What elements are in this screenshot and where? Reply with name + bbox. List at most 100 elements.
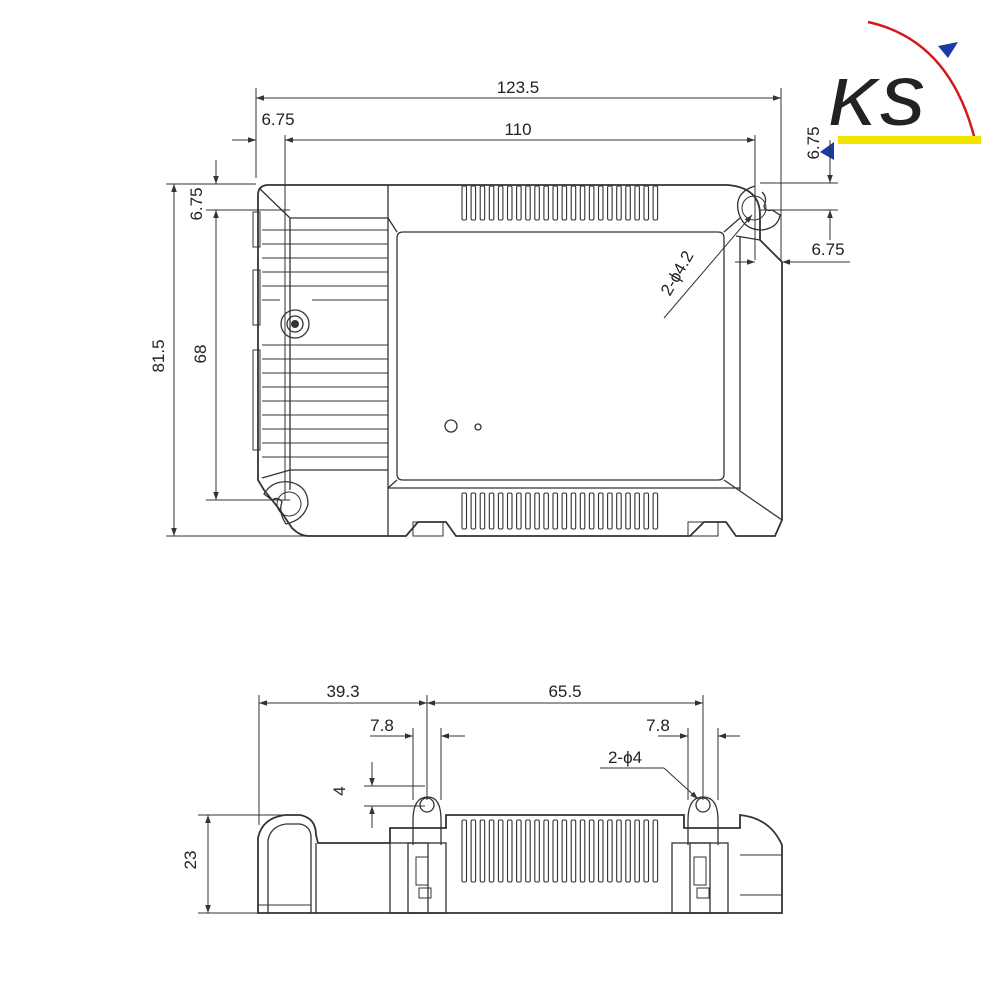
- dim-label-mount-spacing: 65.5: [548, 682, 581, 701]
- vent-fin: [643, 185, 650, 221]
- dim-label-left-mount-width: 7.8: [370, 716, 394, 735]
- vent-fin: [516, 492, 522, 530]
- dim-label-hole-spacing-width: 110: [504, 120, 531, 139]
- vent-fin: [516, 185, 522, 221]
- vent-fin: [588, 492, 595, 530]
- top-view: 123.5 110 6.75 6.75 6.75 2-ϕ4.2 81.5 68 …: [149, 78, 850, 537]
- vent-fin: [488, 185, 495, 221]
- vent-fin: [597, 492, 604, 530]
- top-fins: [461, 185, 659, 221]
- vent-fin: [652, 819, 659, 883]
- vent-fin: [461, 185, 468, 221]
- vent-fin: [470, 819, 477, 883]
- adjust-pot: [280, 309, 310, 339]
- vent-fin: [570, 492, 577, 530]
- vent-fin: [616, 492, 622, 530]
- dim-label-side-hole-callout: 2-ϕ4: [608, 748, 642, 767]
- vent-fin: [643, 492, 650, 530]
- left-cap-ribs: [252, 211, 388, 458]
- dim-label-left-offset: 6.75: [261, 110, 294, 129]
- label-panel: [396, 231, 725, 481]
- dim-label-hole-callout: 2-ϕ4.2: [657, 248, 698, 299]
- vent-fin: [561, 492, 568, 530]
- logo-text: KS: [828, 63, 925, 141]
- vent-fin: [488, 819, 495, 883]
- vent-fin: [616, 819, 622, 883]
- vent-fin: [634, 492, 640, 530]
- vent-fin: [597, 819, 604, 883]
- dim-label-hole-spacing-height: 68: [191, 345, 210, 364]
- mount-notch-right: [736, 185, 781, 231]
- vent-fin: [525, 492, 531, 530]
- vent-fin: [525, 819, 531, 883]
- vent-fin: [625, 492, 631, 530]
- vent-fin: [497, 185, 504, 221]
- vent-fin: [579, 492, 586, 530]
- side-clip-left: [389, 796, 447, 914]
- vent-fin: [579, 819, 586, 883]
- vent-fin: [616, 185, 622, 221]
- side-fins: [461, 819, 659, 883]
- vent-fin: [497, 492, 504, 530]
- vent-fin: [479, 819, 486, 883]
- vent-fin: [561, 819, 568, 883]
- side-housing-outline: [257, 814, 783, 914]
- dim-label-left-to-mount: 39.3: [326, 682, 359, 701]
- side-view: 39.3 65.5 7.8 7.8 2-ϕ4 4 23: [181, 682, 783, 914]
- vent-fin: [534, 492, 540, 530]
- vent-fin: [607, 819, 613, 883]
- vent-fin: [461, 819, 468, 883]
- vent-fin: [525, 185, 531, 221]
- leader-side-hole-callout: [663, 767, 699, 800]
- bottom-fins: [461, 492, 659, 530]
- vent-fin: [534, 185, 540, 221]
- mount-notch-left: [263, 481, 309, 525]
- vent-fin: [561, 185, 568, 221]
- vent-fin: [479, 492, 486, 530]
- vent-fin: [625, 819, 631, 883]
- dim-label-right-offset: 6.75: [811, 240, 844, 259]
- dim-label-overall-height: 81.5: [149, 339, 168, 372]
- vent-fin: [543, 185, 549, 221]
- vent-fin: [634, 819, 640, 883]
- vent-fin: [652, 185, 659, 221]
- vent-fin: [588, 185, 595, 221]
- vent-fin: [506, 819, 513, 883]
- vent-fin: [552, 185, 559, 221]
- vent-fin: [652, 492, 659, 530]
- vent-fin: [516, 819, 522, 883]
- vent-fin: [497, 819, 504, 883]
- vent-fin: [479, 185, 486, 221]
- vent-fin: [552, 492, 559, 530]
- ks-logo: KS: [820, 20, 981, 160]
- vent-fin: [643, 819, 650, 883]
- vent-fin: [543, 492, 549, 530]
- vent-fin: [552, 819, 559, 883]
- led-indicator: [444, 419, 458, 433]
- vent-fin: [534, 819, 540, 883]
- dim-label-right-mount-width: 7.8: [646, 716, 670, 735]
- vent-fin: [488, 492, 495, 530]
- housing-outline: [257, 184, 783, 537]
- vent-fin: [470, 185, 477, 221]
- vent-fin: [506, 185, 513, 221]
- dim-label-height: 23: [181, 851, 200, 870]
- vent-fin: [570, 185, 577, 221]
- dim-label-top-offset: 6.75: [187, 187, 206, 220]
- vent-fin: [579, 185, 586, 221]
- vent-fin: [607, 492, 613, 530]
- vent-fin: [543, 819, 549, 883]
- vent-fin: [470, 492, 477, 530]
- vent-fin: [588, 819, 595, 883]
- vent-fin: [570, 819, 577, 883]
- vent-fin: [506, 492, 513, 530]
- vent-fin: [634, 185, 640, 221]
- vent-fin: [607, 185, 613, 221]
- vent-fin: [597, 185, 604, 221]
- dim-label-overall-width: 123.5: [497, 78, 540, 97]
- leader-hole-callout: [663, 214, 753, 319]
- dim-label-right-top-offset: 6.75: [804, 126, 823, 159]
- dim-label-mount-hole-offset: 4: [330, 786, 349, 795]
- vent-fin: [461, 492, 468, 530]
